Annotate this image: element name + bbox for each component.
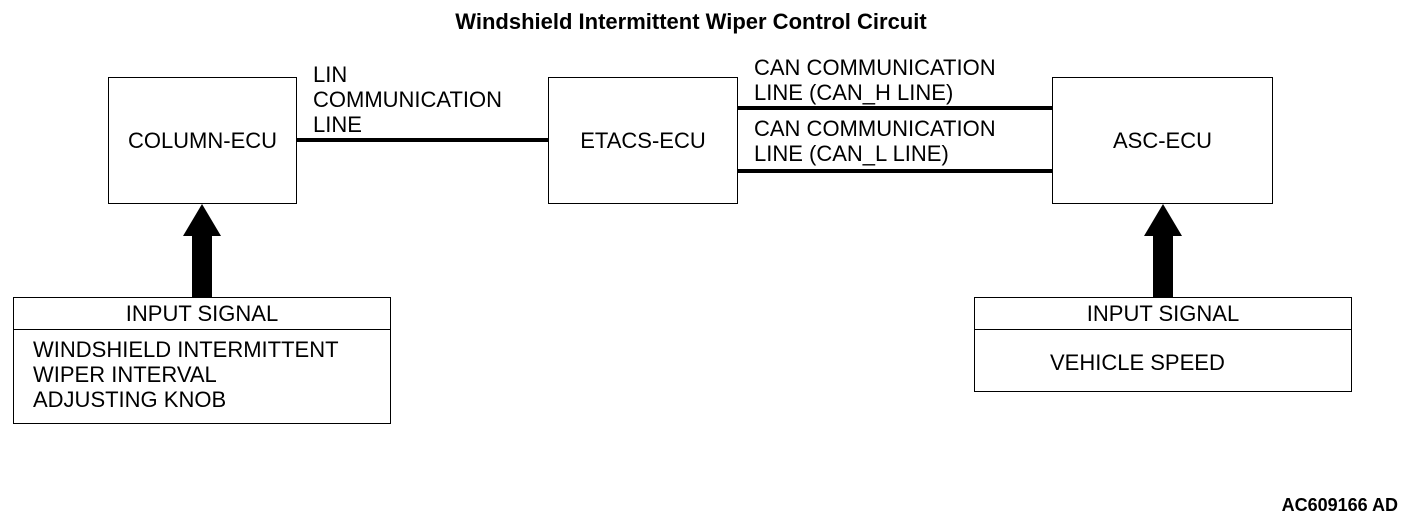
lin-line	[297, 138, 548, 142]
etacs-ecu-box: ETACS-ECU	[548, 77, 738, 204]
right-input-signal-body: VEHICLE SPEED	[1050, 350, 1225, 375]
left-input-signal-box: INPUT SIGNAL WINDSHIELD INTERMITTENT WIP…	[13, 297, 391, 424]
column-ecu-box: COLUMN-ECU	[108, 77, 297, 204]
asc-ecu-label: ASC-ECU	[1112, 127, 1212, 153]
can-l-line-label: CAN COMMUNICATION LINE (CAN_L LINE)	[754, 116, 996, 166]
right-arrow-head	[1144, 204, 1182, 236]
can-h-line	[738, 106, 1052, 110]
asc-ecu-box: ASC-ECU	[1052, 77, 1273, 204]
etacs-ecu-label: ETACS-ECU	[580, 127, 706, 153]
left-input-signal-header: INPUT SIGNAL	[14, 298, 390, 330]
column-ecu-label: COLUMN-ECU	[127, 127, 278, 153]
right-input-signal-box: INPUT SIGNAL VEHICLE SPEED	[974, 297, 1352, 392]
can-l-line	[738, 169, 1052, 173]
left-input-signal-body: WINDSHIELD INTERMITTENT WIPER INTERVAL A…	[33, 337, 339, 412]
can-h-line-label: CAN COMMUNICATION LINE (CAN_H LINE)	[754, 55, 996, 105]
left-arrow-head	[183, 204, 221, 236]
lin-line-label: LIN COMMUNICATION LINE	[313, 62, 503, 137]
right-input-signal-header: INPUT SIGNAL	[975, 298, 1351, 330]
figure-code: AC609166 AD	[1281, 495, 1398, 515]
right-arrow-shaft	[1153, 235, 1173, 297]
diagram-title: Windshield Intermittent Wiper Control Ci…	[455, 9, 927, 34]
left-arrow-shaft	[192, 235, 212, 297]
